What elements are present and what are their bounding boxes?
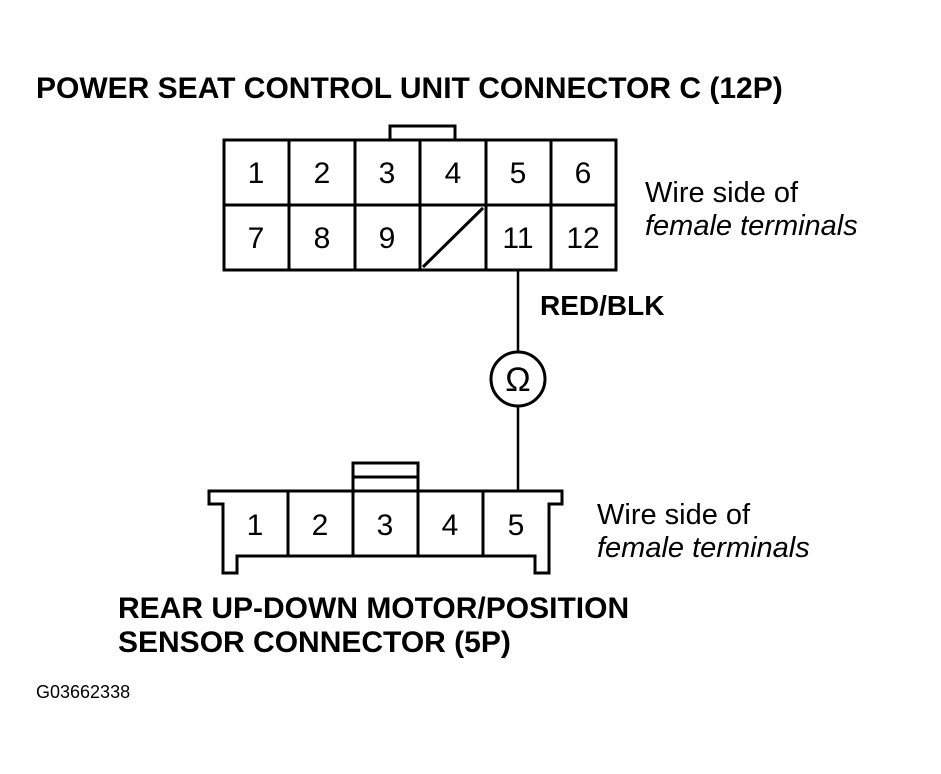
connector-5p-note: Wire side of female terminals xyxy=(597,499,810,565)
wire-color-label: RED/BLK xyxy=(540,290,665,321)
connector-c-title: POWER SEAT CONTROL UNIT CONNECTOR C (12P… xyxy=(36,72,783,105)
connector-5p xyxy=(207,461,564,575)
figure-id: G03662338 xyxy=(36,682,131,702)
note-line-2: female terminals xyxy=(597,532,810,564)
ohmmeter-icon: Ω xyxy=(489,350,547,408)
title-line-2: SENSOR CONNECTOR (5P) xyxy=(118,626,511,659)
terminal-9: 9 xyxy=(379,222,396,255)
connector-5p-body xyxy=(207,489,564,575)
terminal-8: 8 xyxy=(314,222,331,255)
title-line-1: REAR UP-DOWN MOTOR/POSITION xyxy=(118,592,630,625)
terminal-12: 12 xyxy=(566,222,599,255)
terminal-1: 1 xyxy=(247,509,264,542)
connector-c-lock-tab xyxy=(388,124,457,142)
terminal-1: 1 xyxy=(248,157,265,190)
terminal-2: 2 xyxy=(314,157,331,190)
terminal-7: 7 xyxy=(248,222,265,255)
note-line-1: Wire side of xyxy=(645,177,799,209)
terminal-2: 2 xyxy=(312,509,329,542)
connector-c-note: Wire side of female terminals xyxy=(645,177,858,243)
connector-5p-title: REAR UP-DOWN MOTOR/POSITION SENSOR CONNE… xyxy=(118,592,629,660)
note-line-2: female terminals xyxy=(645,210,858,242)
terminal-3: 3 xyxy=(379,157,396,190)
note-line-1: Wire side of xyxy=(597,499,751,531)
terminal-5: 5 xyxy=(508,509,525,542)
terminal-4: 4 xyxy=(442,509,459,542)
ohm-symbol: Ω xyxy=(505,361,530,399)
terminal-5: 5 xyxy=(510,157,527,190)
unused-terminal-slash xyxy=(421,206,485,269)
terminal-3: 3 xyxy=(377,509,394,542)
terminal-11: 11 xyxy=(502,222,533,255)
connector-c-terminal-numbers: 1 2 3 4 5 6 7 8 9 11 12 xyxy=(248,157,600,255)
terminal-6: 6 xyxy=(575,157,592,190)
connector-5p-terminal-numbers: 1 2 3 4 5 xyxy=(247,509,525,542)
terminal-4: 4 xyxy=(445,157,462,190)
connector-c-12p xyxy=(222,124,618,272)
